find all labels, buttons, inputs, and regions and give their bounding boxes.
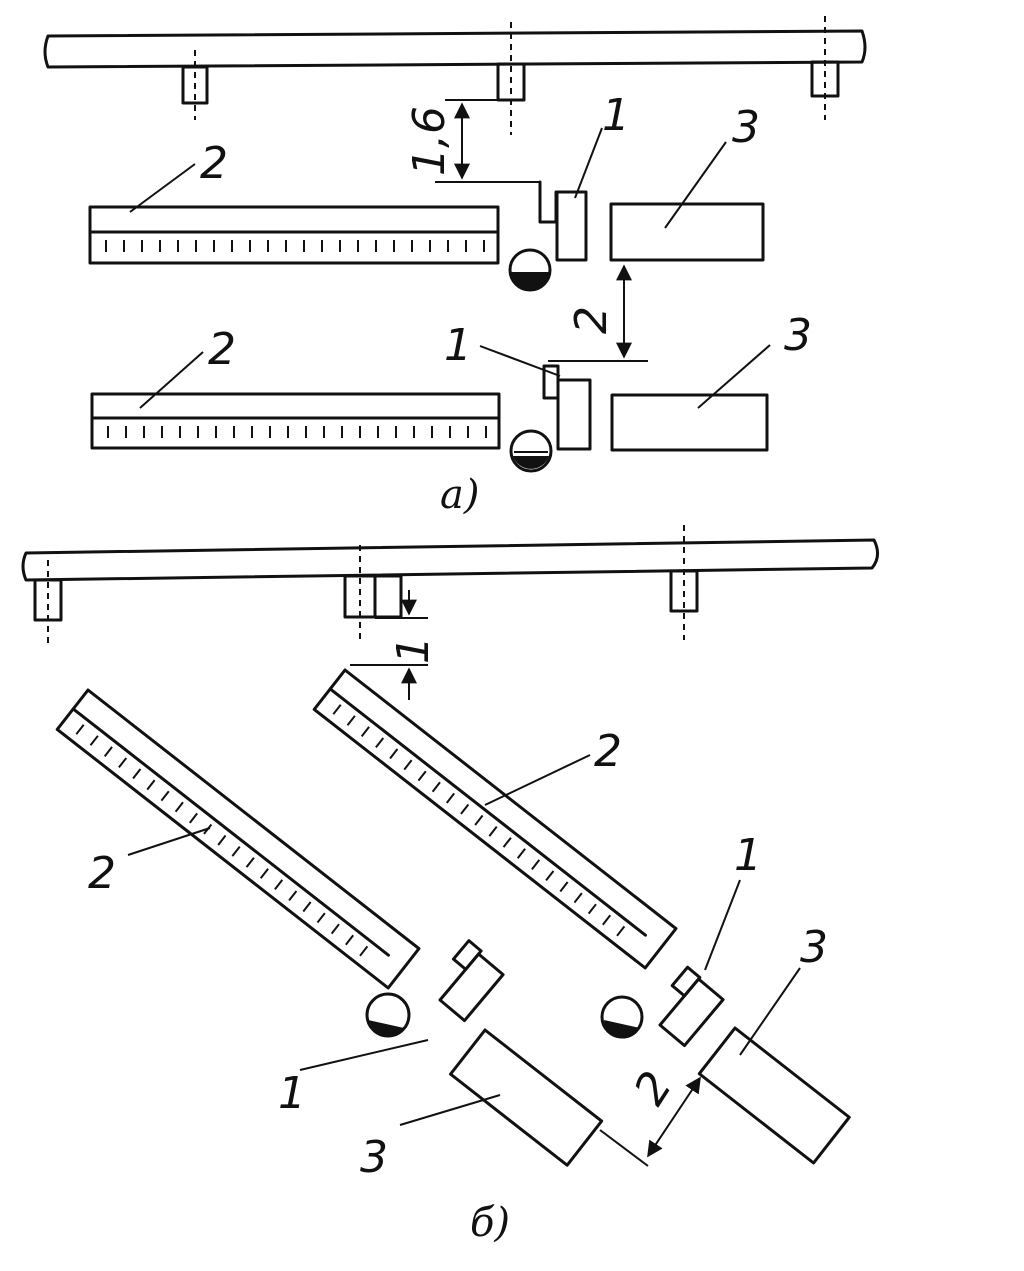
bolt-b1 xyxy=(33,560,63,646)
label-b-left-3: 3 xyxy=(360,1132,388,1183)
label-b-right-1: 1 xyxy=(734,830,762,881)
assembly-b-right: 2 1 3 xyxy=(312,668,851,1165)
dimension-b-2: 2 xyxy=(599,1063,701,1167)
label-b-right-3: 3 xyxy=(800,922,828,973)
bolt-a3 xyxy=(810,16,840,120)
dimension-a-2: 2 xyxy=(548,264,648,362)
figure-a: 1,6 xyxy=(43,16,867,518)
label-a-upper-2: 2 xyxy=(200,138,228,189)
beam-b xyxy=(21,538,879,582)
label-a-upper-1: 1 xyxy=(602,90,630,141)
bolt-a1 xyxy=(181,50,209,120)
label-b-right-2: 2 xyxy=(594,726,622,777)
caption-a: а) xyxy=(440,472,479,518)
dim-label-b-1: 1 xyxy=(388,636,439,664)
dimension-b-1: 1 xyxy=(350,590,439,700)
holder-b-left xyxy=(438,952,505,1023)
block-a-upper xyxy=(609,202,765,262)
bolt-a2 xyxy=(496,22,526,135)
beam-a xyxy=(43,29,867,69)
bolt-b3 xyxy=(669,525,699,640)
ruler-a-upper xyxy=(88,205,500,265)
ball-a-lower xyxy=(509,429,553,473)
bolt-b2 xyxy=(343,545,403,640)
holder-a-lower xyxy=(556,378,592,451)
holder-a-upper xyxy=(555,190,588,262)
label-a-lower-1: 1 xyxy=(444,320,472,371)
caption-b: б) xyxy=(470,1200,510,1246)
assembly-a-upper: 2 1 3 xyxy=(88,90,765,292)
label-a-upper-3: 3 xyxy=(732,102,760,153)
block-b-left xyxy=(449,1028,604,1167)
block-b-right xyxy=(697,1026,851,1165)
figure-b: 1 xyxy=(21,525,879,1246)
dim-label-a-2: 2 xyxy=(566,306,617,334)
label-b-left-1: 1 xyxy=(278,1068,306,1119)
holder-b-right xyxy=(658,977,725,1048)
dimension-1-6: 1,6 xyxy=(404,99,540,183)
assembly-a-lower: 2 1 3 xyxy=(90,310,812,473)
label-a-lower-3: 3 xyxy=(784,310,812,361)
assembly-b-left: 2 1 3 xyxy=(55,688,604,1183)
label-b-left-2: 2 xyxy=(88,848,116,899)
dim-label-b-2: 2 xyxy=(624,1063,682,1114)
label-a-lower-2: 2 xyxy=(208,324,236,375)
ruler-a-lower xyxy=(90,392,501,450)
dim-label-1-6: 1,6 xyxy=(404,106,455,176)
block-a-lower xyxy=(610,393,769,452)
